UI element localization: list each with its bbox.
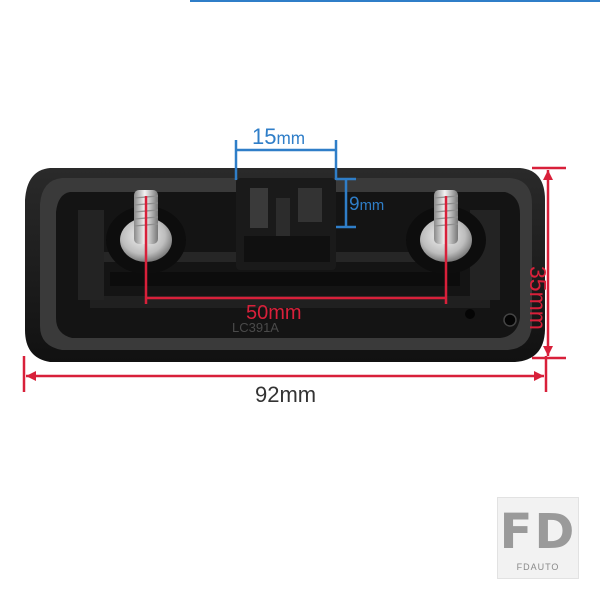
label-clip-height: 9mm: [349, 194, 385, 215]
label-stud-spacing: 50mm: [246, 302, 302, 324]
clip-slot-1: [250, 188, 268, 228]
label-overall-width: 92mm: [255, 382, 317, 407]
dim-9mm-line: [336, 177, 356, 229]
part-marking: LC391A: [232, 320, 279, 335]
dim-50mm-line: [144, 196, 448, 304]
left-rib: [78, 210, 104, 300]
clip-slot-3: [298, 188, 322, 222]
logo-mark: FD: [499, 504, 577, 560]
dim-15mm-line: [234, 140, 338, 180]
logo-subtext: FDAUTO: [516, 562, 560, 572]
screw-hole: [503, 313, 517, 327]
label-clip-width: 15mm: [252, 124, 306, 149]
top-accent-bar: [190, 0, 600, 2]
label-overall-height: 35mm: [525, 266, 551, 330]
middle-rail: [110, 272, 460, 286]
small-hole: [465, 309, 475, 319]
dim-92mm-line: [22, 356, 548, 392]
clip-base: [244, 236, 330, 262]
dim-35mm-line: [532, 166, 566, 360]
fdauto-logo: FD FDAUTO: [497, 497, 579, 579]
